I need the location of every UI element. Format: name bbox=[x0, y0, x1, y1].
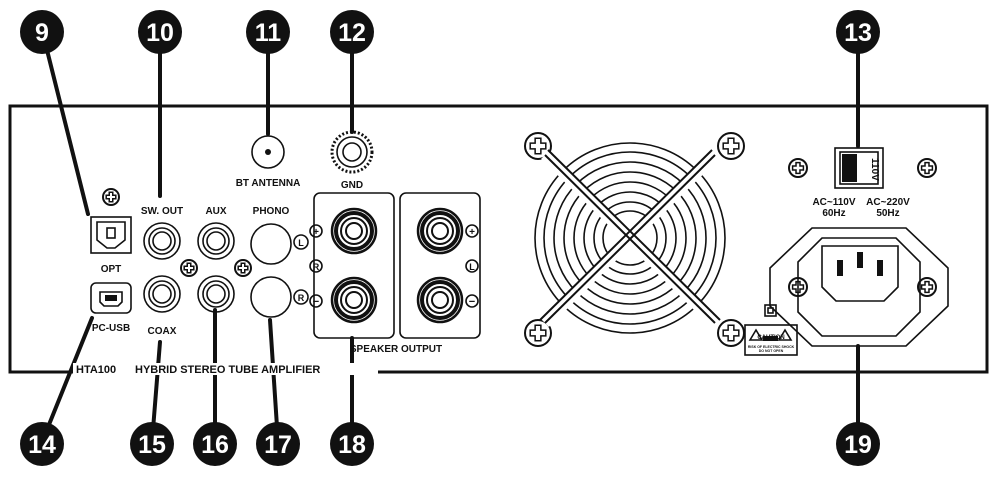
callout-10: 10 bbox=[138, 10, 182, 54]
pc-usb-port bbox=[90, 282, 132, 314]
gnd-terminal bbox=[330, 130, 374, 174]
speaker-binding-post-left-plus bbox=[416, 207, 464, 255]
pc-usb-label: PC-USB bbox=[92, 323, 130, 334]
voltage-switch-value: 110V bbox=[869, 158, 880, 181]
ac-110-label: AC~110V bbox=[812, 197, 855, 208]
hz-60-label: 60Hz bbox=[822, 208, 845, 219]
speaker-binding-post-right-minus bbox=[330, 276, 378, 324]
screw-icon bbox=[917, 158, 937, 178]
speaker-left-minus-marker: − bbox=[465, 294, 479, 308]
sw-out-label: SW. OUT bbox=[141, 206, 183, 217]
phono-label: PHONO bbox=[253, 206, 290, 217]
callout-16-number: 16 bbox=[201, 431, 229, 459]
speaker-left-plus-text: + bbox=[469, 227, 475, 238]
ac-220-label: AC~220V bbox=[866, 197, 910, 208]
speaker-right-plus-marker: + bbox=[309, 224, 323, 238]
callout-13: 13 bbox=[836, 10, 880, 54]
callout-15-number: 15 bbox=[138, 431, 166, 459]
callout-17-number: 17 bbox=[264, 431, 292, 459]
callout-19-number: 19 bbox=[844, 431, 872, 459]
speaker-right-plus-text: + bbox=[313, 227, 319, 238]
speaker-binding-post-left-minus bbox=[416, 276, 464, 324]
callout-14: 14 bbox=[20, 422, 64, 466]
screw-icon bbox=[917, 277, 937, 297]
speaker-left-l-text: L bbox=[469, 262, 475, 272]
speaker-output-label: SPEAKER OUTPUT bbox=[350, 344, 442, 355]
callout-line-14 bbox=[40, 316, 94, 444]
coax-rca-jack bbox=[143, 275, 181, 313]
screw-icon bbox=[524, 132, 552, 160]
model-label: HTA100 bbox=[76, 364, 116, 376]
phono-jack-left bbox=[250, 223, 292, 265]
aux-rca-jack-right bbox=[197, 275, 235, 313]
sw-out-rca-jack bbox=[143, 222, 181, 260]
screw-icon bbox=[717, 132, 745, 160]
callout-17: 17 bbox=[256, 422, 300, 466]
cooling-fan bbox=[534, 142, 726, 334]
speaker-right-minus-text: − bbox=[313, 296, 319, 308]
speaker-right-r-text: R bbox=[313, 262, 320, 272]
callout-14-number: 14 bbox=[28, 431, 56, 459]
speaker-left-l-marker: L bbox=[465, 259, 479, 273]
caution-text: CAUTION bbox=[757, 335, 784, 341]
screw-icon bbox=[788, 158, 808, 178]
screw-icon bbox=[180, 259, 198, 277]
speaker-output-right-block bbox=[313, 192, 395, 339]
callout-10-number: 10 bbox=[146, 19, 174, 47]
phono-right-marker-text: R bbox=[298, 293, 305, 303]
class-ii-symbol bbox=[764, 304, 777, 317]
speaker-right-minus-marker: − bbox=[309, 294, 323, 308]
caution-line-2: DO NOT OPEN bbox=[759, 349, 784, 353]
speaker-left-minus-text: − bbox=[469, 296, 475, 308]
opt-label: OPT bbox=[101, 264, 122, 275]
phono-right-marker: R bbox=[293, 289, 309, 305]
aux-rca-jack-left bbox=[197, 222, 235, 260]
callout-line-17 bbox=[268, 318, 280, 444]
speaker-binding-post-right-plus bbox=[330, 207, 378, 255]
screw-icon bbox=[524, 319, 552, 347]
callout-19: 19 bbox=[836, 422, 880, 466]
optical-input-port bbox=[90, 216, 132, 254]
callout-18-number: 18 bbox=[338, 431, 366, 459]
gnd-label: GND bbox=[341, 180, 363, 191]
callout-11-number: 11 bbox=[255, 19, 282, 47]
callout-12: 12 bbox=[330, 10, 374, 54]
model-text-backdrop bbox=[73, 363, 378, 375]
rear-panel-outline bbox=[8, 104, 989, 374]
aux-label: AUX bbox=[205, 206, 226, 217]
screw-icon bbox=[717, 319, 745, 347]
callout-9-number: 9 bbox=[35, 19, 49, 47]
callout-11: 11 bbox=[246, 10, 290, 54]
callout-15: 15 bbox=[130, 422, 174, 466]
iec-power-inlet bbox=[769, 227, 949, 347]
phono-left-marker: L bbox=[293, 234, 309, 250]
coax-label: COAX bbox=[148, 326, 177, 337]
phono-left-marker-text: L bbox=[298, 238, 304, 248]
callout-13-number: 13 bbox=[844, 19, 872, 47]
hz-50-label: 50Hz bbox=[876, 208, 899, 219]
speaker-output-left-block bbox=[399, 192, 481, 339]
caution-label: CAUTION RISK OF ELECTRIC SHOCK DO NOT OP… bbox=[744, 324, 798, 356]
screw-icon bbox=[102, 188, 120, 206]
bt-antenna-label: BT ANTENNA bbox=[236, 178, 301, 189]
callout-12-number: 12 bbox=[338, 19, 366, 47]
caution-line-1: RISK OF ELECTRIC SHOCK bbox=[748, 345, 795, 349]
voltage-selector-switch: 110V bbox=[834, 147, 884, 189]
callout-line-9 bbox=[40, 28, 90, 216]
speaker-right-r-marker: R bbox=[309, 259, 323, 273]
callout-18: 18 bbox=[330, 422, 374, 466]
callout-9: 9 bbox=[20, 10, 64, 54]
callout-16: 16 bbox=[193, 422, 237, 466]
product-name-label: HYBRID STEREO TUBE AMPLIFIER bbox=[135, 364, 320, 376]
bt-antenna-connector bbox=[251, 135, 285, 169]
screw-icon bbox=[234, 259, 252, 277]
speaker-left-plus-marker: + bbox=[465, 224, 479, 238]
phono-jack-right bbox=[250, 276, 292, 318]
